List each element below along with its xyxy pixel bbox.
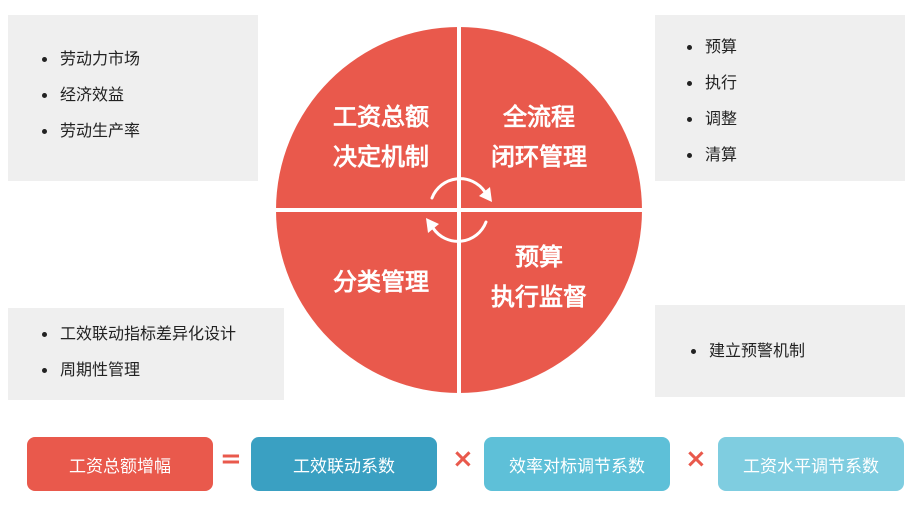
wheel-label-line: 分类管理 (333, 268, 429, 296)
formula-term-pill: 工效联动系数 (251, 437, 437, 491)
list-item: 执行 (683, 75, 905, 91)
wheel-label-bottom-right: 预算 执行监督 (474, 237, 604, 317)
multiply-sign: × (452, 444, 474, 474)
bullet-list: 建立预警机制 (687, 343, 905, 359)
formula-term-pill: 效率对标调节系数 (484, 437, 670, 491)
wheel-label-bottom-left: 分类管理 (318, 262, 444, 302)
bullet-list: 劳动力市场 经济效益 劳动生产率 (38, 51, 258, 139)
info-box-bottom-right: 建立预警机制 (655, 305, 905, 397)
info-box-top-left: 劳动力市场 经济效益 劳动生产率 (8, 15, 258, 181)
cycle-arrows-icon (426, 177, 492, 243)
list-item: 预算 (683, 39, 905, 55)
wheel-quadrant-bottom-right (459, 210, 642, 393)
list-item: 劳动力市场 (38, 51, 258, 67)
list-item: 清算 (683, 147, 905, 163)
equals-sign: = (220, 444, 242, 474)
list-item: 工效联动指标差异化设计 (38, 326, 284, 342)
wheel-label-top-right: 全流程 闭环管理 (474, 97, 604, 177)
list-item: 周期性管理 (38, 362, 284, 378)
wheel-label-line: 工资总额 (333, 103, 429, 131)
wheel-label-line: 预算 (515, 243, 563, 271)
formula-total-pill: 工资总额增幅 (27, 437, 213, 491)
list-item: 经济效益 (38, 87, 258, 103)
wheel-label-line: 闭环管理 (491, 143, 587, 171)
wheel-label-line: 执行监督 (491, 283, 587, 311)
info-box-bottom-left: 工效联动指标差异化设计 周期性管理 (8, 308, 284, 400)
wheel-label-top-left: 工资总额 决定机制 (318, 97, 444, 177)
list-item: 调整 (683, 111, 905, 127)
wheel-label-line: 全流程 (503, 103, 575, 131)
list-item: 劳动生产率 (38, 123, 258, 139)
info-box-top-right: 预算 执行 调整 清算 (655, 15, 905, 181)
list-item: 建立预警机制 (687, 343, 905, 359)
wheel-quadrant-top-left (276, 27, 459, 210)
bullet-list: 工效联动指标差异化设计 周期性管理 (38, 326, 284, 378)
bullet-list: 预算 执行 调整 清算 (683, 39, 905, 163)
wheel-label-line: 决定机制 (333, 143, 429, 171)
formula-term-pill: 工资水平调节系数 (718, 437, 904, 491)
wheel-quadrant-top-right (459, 27, 642, 210)
wheel-quadrant-bottom-left (276, 210, 459, 393)
multiply-sign: × (685, 444, 707, 474)
